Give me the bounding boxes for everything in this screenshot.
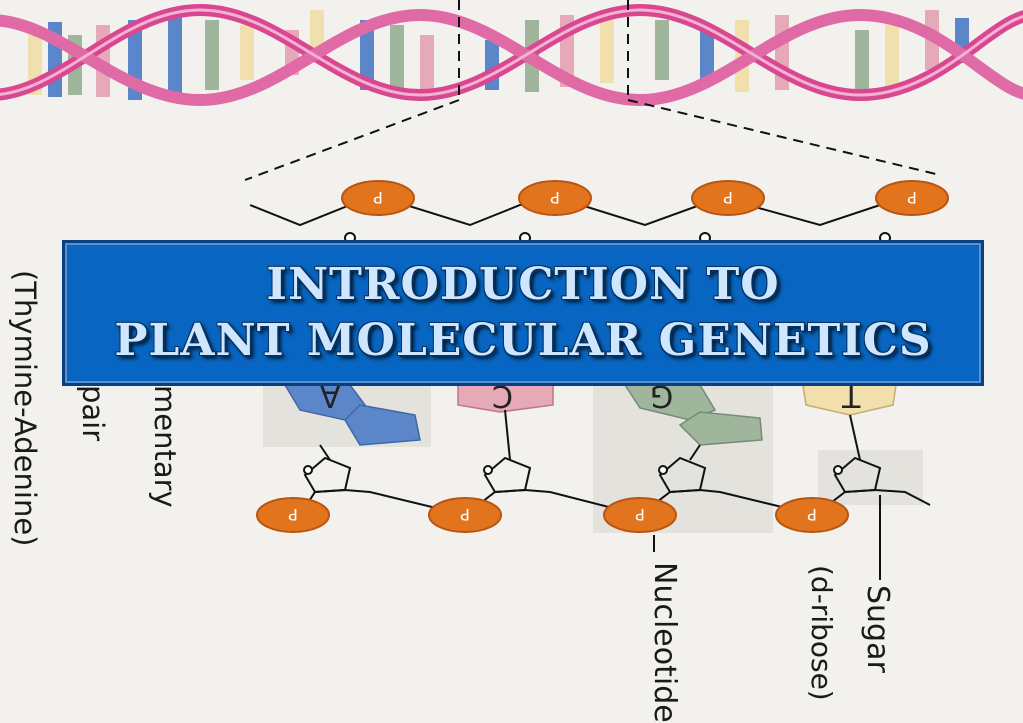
title-line-2: PLANT MOLECULAR GENETICS: [114, 315, 932, 366]
title-banner: INTRODUCTION TO PLANT MOLECULAR GENETICS: [62, 240, 984, 386]
title-line-1: INTRODUCTION TO: [266, 259, 780, 310]
phosphate-label: P: [550, 188, 560, 207]
lower-phosphates: [256, 497, 849, 533]
pair-label-thymine-adenine: (Thymine-Adenine): [8, 270, 42, 547]
upper-phosphates: [341, 180, 949, 216]
nucleotide-label: Nucleotide: [647, 562, 682, 723]
sugar-subtitle-label: (d-ribose): [805, 565, 838, 701]
dna-diagram: P P P P P P P P: [0, 0, 1023, 580]
phosphate-label: P: [288, 505, 298, 524]
phosphate-label: P: [460, 505, 470, 524]
zoom-guides: [244, 0, 941, 181]
pair-label-complementary: mentary: [148, 385, 182, 508]
phosphate-label: P: [907, 188, 917, 207]
phosphate-label: P: [807, 505, 817, 524]
phosphate-label: P: [723, 188, 733, 207]
sugar-label: Sugar: [860, 585, 895, 673]
phosphate-label: P: [373, 188, 383, 207]
phosphate-label: P: [635, 505, 645, 524]
bases: [283, 384, 897, 446]
helix-strands: [0, 3, 1023, 107]
phosphate-letters: P P P P P P P P: [288, 188, 917, 524]
pair-label-pair: pair: [76, 385, 110, 442]
